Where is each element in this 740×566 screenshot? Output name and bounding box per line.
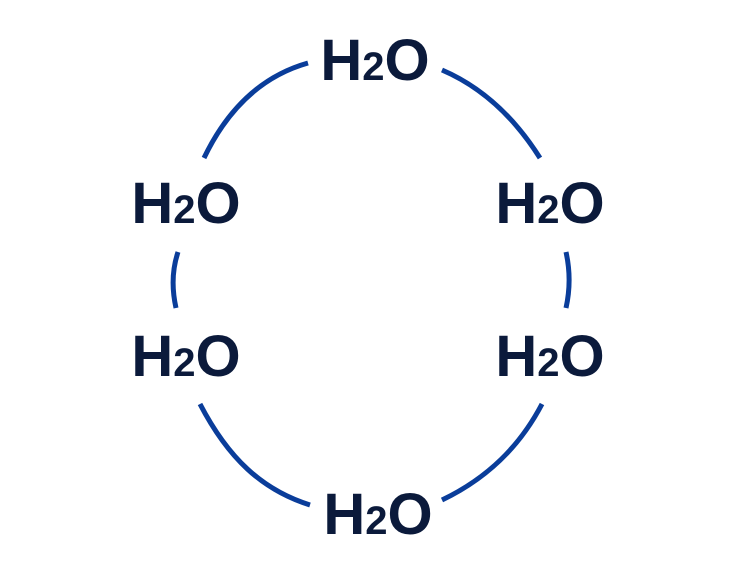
- arc-bottom-right: [440, 402, 545, 503]
- molecule-lower-left: H2O: [131, 324, 240, 389]
- molecule-top: H2O: [320, 28, 429, 93]
- arc-right-side: [563, 251, 572, 309]
- arc-top-right: [441, 67, 543, 160]
- ring-arcs: [170, 60, 572, 508]
- arc-left-side: [170, 251, 181, 309]
- molecule-upper-right: H2O: [495, 171, 604, 236]
- arc-bottom-left: [197, 402, 311, 508]
- molecule-upper-left: H2O: [131, 171, 240, 236]
- molecule-lower-right: H2O: [495, 324, 604, 389]
- molecule-bottom: H2O: [323, 482, 432, 547]
- molecule-labels: H2O H2O H2O H2O H2O H2O: [131, 28, 604, 547]
- arc-top-left: [201, 60, 309, 160]
